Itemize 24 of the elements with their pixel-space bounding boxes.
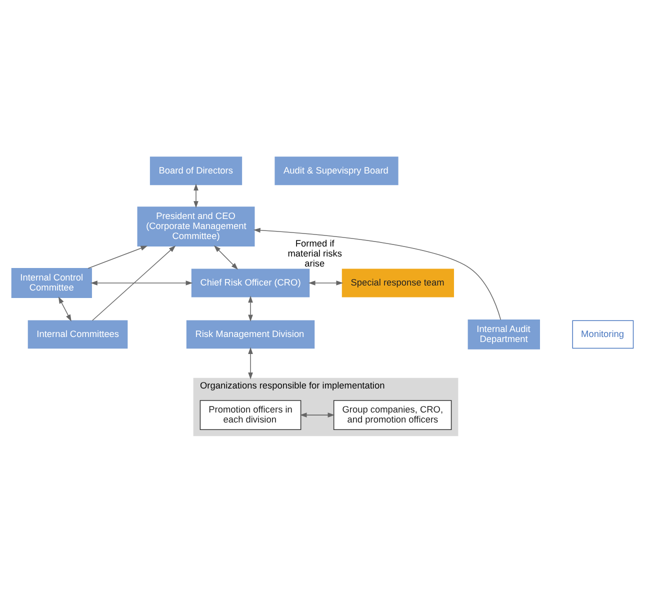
arrow [58, 296, 72, 322]
node-box: Board of Directors [150, 156, 242, 185]
arrow [88, 245, 148, 268]
arrow [253, 227, 502, 320]
arrow [300, 412, 335, 417]
node-box: Monitoring [572, 320, 634, 348]
arrow [92, 245, 176, 320]
arrow [308, 280, 344, 285]
node-box: Internal Committees [28, 320, 128, 348]
node-box: Internal Control Committee [11, 268, 92, 298]
node-box: Chief Risk Officer (CRO) [191, 268, 310, 297]
arrow [90, 280, 193, 285]
node-label: Formed if material risks arise [288, 238, 342, 268]
node-box: Group companies, CRO, and promotion officers [333, 400, 452, 430]
node-box: Internal Audit Department [468, 318, 540, 349]
arrow [194, 183, 198, 208]
node-box: Risk Management Division [186, 320, 315, 348]
node-box: Audit & Supevispry Board [274, 156, 398, 185]
arrow [248, 295, 253, 322]
arrow [214, 244, 238, 270]
node-box: Promotion officers in each division [200, 400, 302, 430]
node-box: President and CEO (Corporate Management Committee) [137, 206, 255, 246]
arrow [248, 346, 253, 379]
node-box: Special response team [342, 268, 454, 297]
